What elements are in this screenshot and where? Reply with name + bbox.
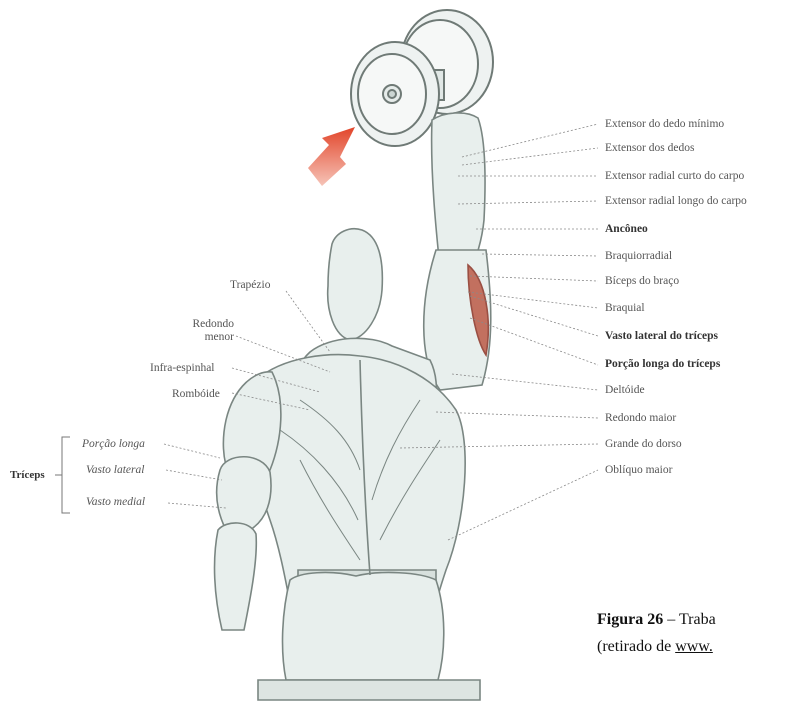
label-extensor-dedos: Extensor dos dedos xyxy=(605,142,694,155)
label-deltoide: Deltóide xyxy=(605,384,645,397)
label-braquiorradial: Braquiorradial xyxy=(605,250,672,263)
label-redondo-menor-2: menor xyxy=(170,331,234,344)
label-vasto-lateral: Vasto lateral xyxy=(86,464,144,477)
label-redondo-maior: Redondo maior xyxy=(605,412,676,425)
label-romboide: Rombóide xyxy=(172,388,220,401)
caption-dash: – xyxy=(663,611,679,628)
label-vasto-lateral-triceps: Vasto lateral do tríceps xyxy=(605,330,718,343)
label-anconeo: Ancôneo xyxy=(605,223,648,236)
label-braquial: Braquial xyxy=(605,302,645,315)
body-silhouette xyxy=(215,113,491,700)
caption-text: Traba xyxy=(679,611,716,628)
upward-arrow-icon xyxy=(308,127,355,186)
label-vasto-medial: Vasto medial xyxy=(86,496,145,509)
label-extensor-radial-curto: Extensor radial curto do carpo xyxy=(605,170,744,183)
label-obliquo-maior: Oblíquo maior xyxy=(605,464,672,477)
label-grande-dorso: Grande do dorso xyxy=(605,438,682,451)
caption-source-link[interactable]: www. xyxy=(675,638,713,655)
caption-source-prefix: (retirado de xyxy=(597,638,675,655)
label-porcao-longa-triceps: Porção longa do tríceps xyxy=(605,358,720,371)
caption-line-2: (retirado de www. xyxy=(597,633,716,660)
label-extensor-radial-longo: Extensor radial longo do carpo xyxy=(605,195,747,208)
label-trapezio: Trapézio xyxy=(230,279,270,292)
figure-caption: Figura 26 – Traba (retirado de www. xyxy=(597,606,716,660)
caption-line-1: Figura 26 – Traba xyxy=(597,606,716,633)
label-extensor-dedo-minimo: Extensor do dedo mínimo xyxy=(605,118,724,131)
label-porcao-longa: Porção longa xyxy=(82,438,145,451)
label-redondo-menor-1: Redondo xyxy=(170,318,234,331)
label-infra-espinhal: Infra-espinhal xyxy=(150,362,215,375)
label-biceps-braco: Bíceps do braço xyxy=(605,275,679,288)
triceps-bracket xyxy=(55,437,70,513)
caption-figure-label: Figura 26 xyxy=(597,611,663,628)
label-triceps-group: Tríceps xyxy=(10,469,45,482)
